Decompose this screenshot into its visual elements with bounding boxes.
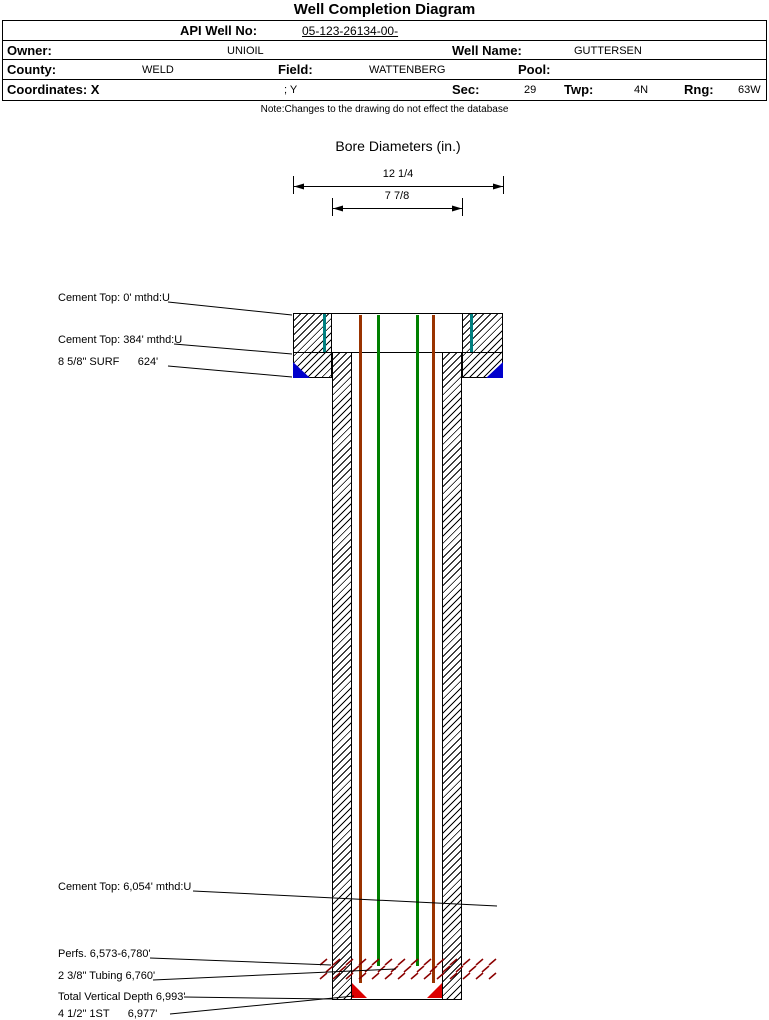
county-value: WELD — [142, 64, 174, 76]
coordinates-label: Coordinates: X — [7, 82, 100, 97]
surface-casing-block-right — [462, 313, 503, 378]
well-name-label: Well Name: — [452, 43, 522, 58]
leader-total-vertical-depth — [183, 996, 334, 1000]
leader-surface-casing — [167, 365, 293, 378]
database-note: Note:Changes to the drawing do not effec… — [260, 104, 509, 115]
header-row-coordinates: Coordinates: X ; Y Sec: 29 Twp: 4N Rng: … — [3, 80, 766, 100]
annotation-surface-casing: 8 5/8" SURF 624' — [58, 356, 159, 368]
borehole-wall-right — [442, 352, 462, 1000]
dim-arrow-outer-right-icon — [493, 183, 503, 190]
leader-perforations — [149, 957, 332, 966]
pool-label: Pool: — [518, 62, 551, 77]
leader-tubing — [152, 968, 397, 981]
twp-value: 4N — [634, 84, 649, 96]
leader-cement-top-384 — [173, 343, 293, 355]
twp-label: Twp: — [564, 82, 594, 97]
sec-value: 29 — [524, 84, 537, 96]
annotation-cement-top-384: Cement Top: 384' mthd:U — [58, 334, 183, 346]
field-value: WATTENBERG — [369, 64, 446, 76]
owner-value: UNIOIL — [227, 45, 264, 57]
borehole-wall-left — [332, 352, 352, 1000]
production-shoe-left-icon — [352, 983, 367, 998]
dim-arrow-outer-left-icon — [294, 183, 304, 190]
dim-arrow-inner-right-icon — [452, 205, 462, 212]
dim-arrow-inner-left-icon — [333, 205, 343, 212]
well-header-table: API Well No: 05-123-26134-00- Owner: UNI… — [2, 20, 767, 101]
well-name-value: GUTTERSEN — [574, 45, 642, 57]
surface-casing-block-left — [293, 313, 332, 378]
inner-bore-diameter-label: 7 7/8 — [384, 190, 410, 202]
coordinates-y-label: ; Y — [284, 84, 298, 96]
rng-label: Rng: — [684, 82, 714, 97]
annotation-tubing: 2 3/8" Tubing 6,760' — [58, 970, 156, 982]
header-row-owner: Owner: UNIOIL Well Name: GUTTERSEN — [3, 41, 766, 60]
owner-label: Owner: — [7, 43, 52, 58]
annotation-cement-top-6054: Cement Top: 6,054' mthd:U — [58, 881, 192, 893]
rng-value: 63W — [738, 84, 761, 96]
leader-cement-top-surface — [167, 301, 293, 316]
leader-production-casing — [169, 995, 355, 1015]
api-well-no-value: 05-123-26134-00- — [302, 24, 399, 38]
field-label: Field: — [278, 62, 313, 77]
header-row-api: API Well No: 05-123-26134-00- — [3, 21, 766, 41]
county-label: County: — [7, 62, 57, 77]
annotation-perforations: Perfs. 6,573-6,780' — [58, 948, 151, 960]
production-shoe-right-icon — [427, 983, 442, 998]
annotation-cement-top-surface: Cement Top: 0' mthd:U — [58, 292, 170, 304]
outer-bore-diameter-label: 12 1/4 — [382, 168, 414, 180]
page-title: Well Completion Diagram — [293, 1, 476, 18]
annotation-total-vertical-depth: Total Vertical Depth 6,993' — [58, 991, 186, 1003]
api-well-no-label: API Well No: — [180, 23, 258, 38]
sec-label: Sec: — [452, 82, 480, 97]
header-row-county: County: WELD Field: WATTENBERG Pool: — [3, 60, 766, 80]
bore-diameters-title: Bore Diameters (in.) — [335, 138, 461, 154]
annotation-production-casing: 4 1/2" 1ST 6,977' — [58, 1008, 158, 1020]
